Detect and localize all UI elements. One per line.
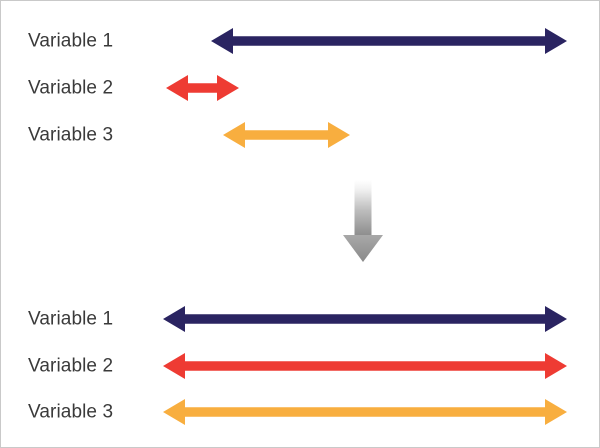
top-panel: Variable 1 Variable 2 Variable 3 bbox=[1, 1, 599, 176]
top-row-1-label: Variable 1 bbox=[28, 30, 114, 52]
top-row-3-arrow bbox=[223, 118, 350, 152]
top-row-2-label: Variable 2 bbox=[28, 77, 114, 99]
bottom-row-3-label: Variable 3 bbox=[28, 401, 114, 423]
bottom-panel: Variable 1 Variable 2 Variable 3 bbox=[1, 281, 599, 447]
bottom-row-2: Variable 2 bbox=[1, 346, 599, 386]
transition-panel bbox=[1, 176, 599, 281]
bottom-row-1-arrow bbox=[163, 302, 567, 336]
top-row-3-label: Variable 3 bbox=[28, 124, 114, 146]
top-row-1: Variable 1 bbox=[1, 21, 599, 61]
top-row-2-arrow bbox=[166, 71, 239, 105]
bottom-row-3-arrow bbox=[163, 395, 567, 429]
down-arrow-icon bbox=[341, 180, 385, 264]
top-row-1-arrow bbox=[211, 24, 567, 58]
top-row-3: Variable 3 bbox=[1, 115, 599, 155]
bottom-row-2-label: Variable 2 bbox=[28, 355, 114, 377]
bottom-row-2-arrow bbox=[163, 349, 567, 383]
bottom-row-3: Variable 3 bbox=[1, 392, 599, 432]
top-row-2: Variable 2 bbox=[1, 68, 599, 108]
bottom-row-1: Variable 1 bbox=[1, 299, 599, 339]
bottom-row-1-label: Variable 1 bbox=[28, 308, 114, 330]
